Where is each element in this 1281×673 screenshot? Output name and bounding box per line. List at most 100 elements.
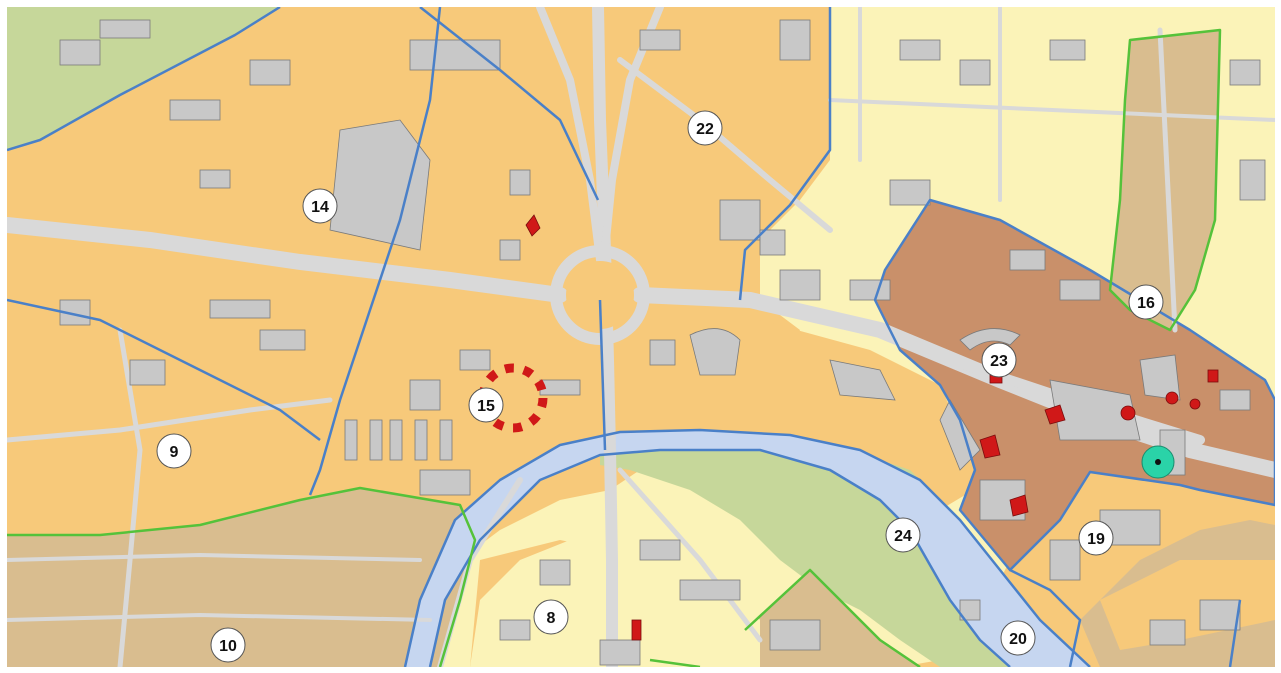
boundary-green-zone: [7, 7, 281, 152]
building: [639, 29, 681, 51]
zone-label-badge: [1128, 284, 1164, 320]
highlight-building: [1009, 494, 1029, 517]
building: [679, 579, 741, 601]
building: [779, 269, 821, 301]
boundary-10: [7, 486, 477, 667]
zone-label-badge: [533, 599, 569, 635]
building: [369, 419, 383, 461]
building: [649, 339, 676, 366]
zone-label-10: 10: [210, 627, 246, 663]
road-local-7: [828, 98, 1275, 122]
blue-zone-boundaries: [7, 7, 1275, 667]
highlighted-buildings: [525, 214, 1219, 641]
building: [389, 419, 403, 461]
building: [1199, 599, 1241, 631]
zone-label-text: 15: [477, 398, 495, 415]
zone-label-text: 14: [311, 199, 329, 216]
zone-label-16: 16: [1128, 284, 1164, 320]
building: [899, 39, 941, 61]
zone-label-badge: [210, 627, 246, 663]
road-local-8: [1157, 27, 1178, 333]
building: [459, 349, 491, 371]
highlight-building: [979, 434, 1001, 459]
boundary-14-15: [308, 7, 442, 496]
boundary-22-east: [738, 7, 832, 301]
zone-label-badge: [468, 387, 504, 423]
building: [344, 419, 358, 461]
light-yellow-zone-east: [430, 7, 1275, 667]
boundary-south: [649, 658, 701, 667]
building: [959, 59, 991, 86]
road-local-4: [7, 612, 432, 622]
building: [539, 559, 571, 586]
roundabout: [550, 245, 650, 345]
boundary-east: [1228, 599, 1242, 667]
building: [419, 469, 471, 496]
zone-label-8: 8: [533, 599, 569, 635]
building: [829, 359, 896, 401]
building: [1229, 59, 1261, 86]
building: [414, 419, 428, 461]
highlight-building: [1165, 391, 1179, 405]
building: [499, 239, 521, 261]
teal-location-marker: [1141, 445, 1175, 479]
building: [1059, 279, 1101, 301]
building-domed-hall: [689, 328, 741, 376]
zone-label-14: 14: [302, 188, 338, 224]
zone-label-text: 20: [1009, 631, 1027, 648]
zone-label-text: 8: [547, 610, 556, 627]
dashed-highlight-circle: [478, 363, 548, 433]
building: [1149, 619, 1186, 646]
highlight-building: [1044, 404, 1066, 425]
zone-label-badge: [981, 342, 1017, 378]
building: [59, 39, 101, 66]
road-local-3: [7, 552, 422, 562]
river: [405, 430, 1090, 667]
buildings: [59, 19, 1266, 666]
building: [539, 379, 581, 396]
green-zone-boundaries: [7, 28, 1222, 667]
building: [1219, 389, 1251, 411]
zone-label-badge: [885, 517, 921, 553]
building: [889, 179, 931, 206]
road-local-9: [617, 467, 763, 643]
zone-label-20: 20: [1000, 620, 1036, 656]
building: [209, 299, 271, 319]
zone-label-9: 9: [156, 433, 192, 469]
building: [599, 639, 641, 666]
zone-label-text: 10: [219, 638, 237, 655]
building: [169, 99, 221, 121]
road-northwest-ramp: [536, 7, 604, 264]
building: [959, 599, 981, 621]
boundary-23: [873, 198, 1275, 572]
building: [1139, 354, 1181, 401]
building: [759, 229, 786, 256]
zone-label-badge: [302, 188, 338, 224]
highlight-building: [1207, 369, 1219, 383]
road-local-1: [7, 397, 333, 443]
building: [99, 19, 151, 39]
road-north-south: [592, 7, 618, 667]
zone-label-19: 19: [1078, 520, 1114, 556]
boundary-9-14: [7, 298, 321, 441]
building: [509, 169, 531, 196]
building: [1049, 39, 1086, 61]
boundary-19-20: [1009, 568, 1082, 667]
building: [1239, 159, 1266, 201]
boundary-22-west: [419, 7, 600, 201]
road-diagonal-22: [617, 57, 833, 233]
building: [199, 169, 231, 189]
building: [1049, 539, 1081, 581]
zone-label-text: 23: [990, 353, 1008, 370]
zone-label-23: 23: [981, 342, 1017, 378]
building: [769, 619, 821, 651]
building: [1009, 249, 1046, 271]
boundary-16: [1108, 28, 1222, 332]
building: [409, 39, 501, 71]
zone-label-badge: [156, 433, 192, 469]
highlight-building: [631, 619, 642, 641]
building: [779, 19, 811, 61]
